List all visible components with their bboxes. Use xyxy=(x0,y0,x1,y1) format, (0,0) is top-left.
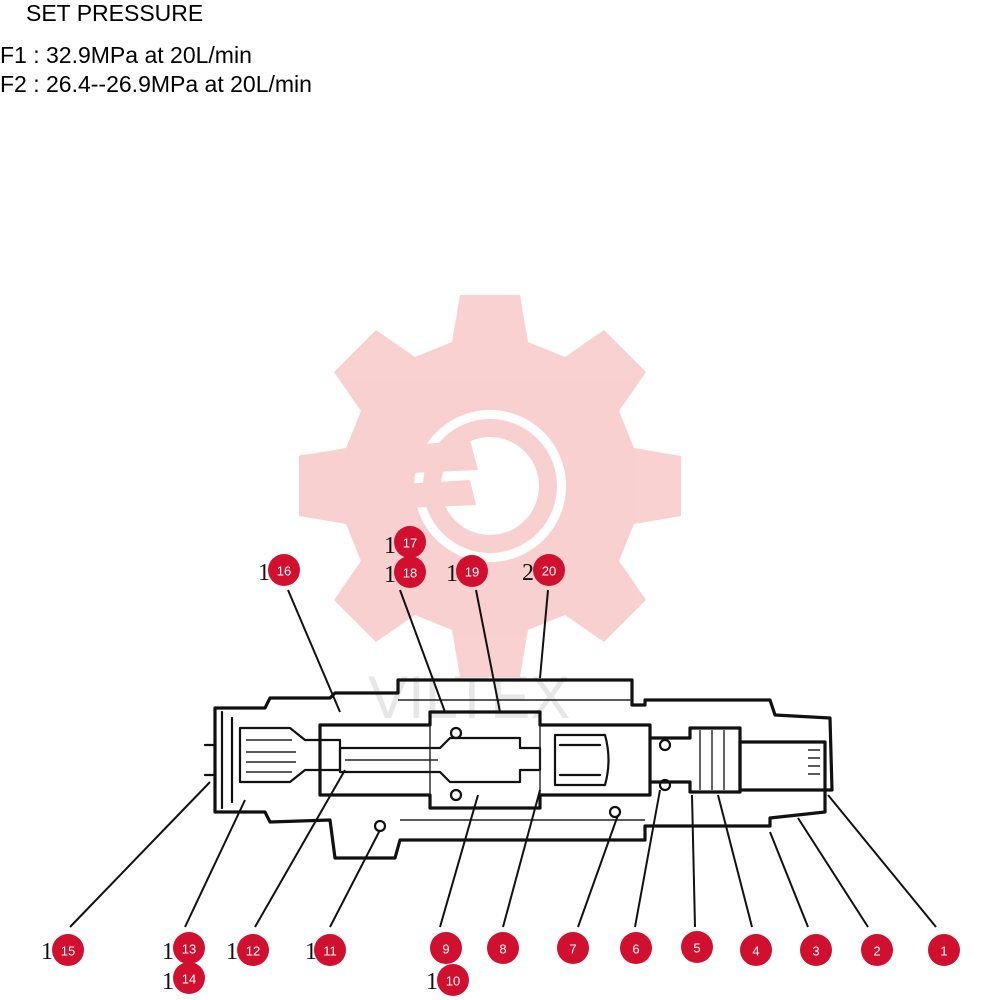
callout-11: 1 11 xyxy=(305,934,346,966)
svg-text:1: 1 xyxy=(162,939,174,965)
o-ring-5 xyxy=(373,819,387,833)
svg-text:11: 11 xyxy=(323,944,337,959)
leader-2 xyxy=(797,817,869,928)
callout-15: 1 15 xyxy=(41,934,84,966)
svg-text:1: 1 xyxy=(258,560,270,586)
watermark-text: VILTEX xyxy=(368,664,570,731)
o-ring-3 xyxy=(658,738,672,752)
callout-14: 1 14 xyxy=(162,962,205,995)
leader-20 xyxy=(539,589,549,679)
svg-text:1: 1 xyxy=(384,533,396,559)
svg-text:12: 12 xyxy=(246,944,260,959)
callout-2: 2 xyxy=(861,934,893,966)
watermark-logo xyxy=(299,295,681,677)
o-ring-6 xyxy=(608,805,622,819)
svg-text:1: 1 xyxy=(426,969,438,995)
callout-4: 4 xyxy=(740,934,772,966)
callout-6: 6 xyxy=(620,932,652,964)
svg-text:1: 1 xyxy=(162,969,174,995)
screw-threads xyxy=(699,730,725,790)
valve-body-outline xyxy=(213,678,834,860)
callout-17: 1 17 xyxy=(384,526,426,559)
callout-9: 9 xyxy=(430,932,462,964)
svg-text:9: 9 xyxy=(442,942,449,957)
lock-nut xyxy=(738,740,827,792)
callout-8: 8 xyxy=(487,932,519,964)
leader-13 xyxy=(184,799,246,928)
svg-text:5: 5 xyxy=(693,941,700,956)
cap-knurl xyxy=(808,749,820,775)
svg-text:1: 1 xyxy=(384,562,396,588)
svg-text:4: 4 xyxy=(752,944,759,959)
watermark-wrench xyxy=(300,440,478,512)
callout-13: 1 13 xyxy=(162,932,205,965)
pressure-f2-line: F2 : 26.4--26.9MPa at 20L/min xyxy=(0,71,312,97)
callout-1: 1 xyxy=(928,934,960,966)
callout-16: 1 16 xyxy=(258,554,300,586)
leader-lines xyxy=(69,589,937,928)
leader-3 xyxy=(769,831,809,928)
callouts: 1 2 3 4 5 6 7 8 xyxy=(41,526,960,996)
callout-10: 1 10 xyxy=(426,964,469,996)
svg-text:1: 1 xyxy=(226,939,238,965)
left-end-cap xyxy=(203,710,234,810)
pressure-f1-line: F1 : 32.9MPa at 20L/min xyxy=(0,42,252,68)
o-ring-2 xyxy=(449,788,463,802)
left-spool-hatch xyxy=(246,739,296,773)
svg-text:1: 1 xyxy=(305,939,317,965)
svg-text:10: 10 xyxy=(446,974,460,989)
svg-text:1: 1 xyxy=(41,939,53,965)
callout-19: 1 19 xyxy=(446,555,488,587)
svg-text:2: 2 xyxy=(873,944,880,959)
svg-text:3: 3 xyxy=(812,944,819,959)
o-ring-4 xyxy=(658,778,672,792)
leader-6 xyxy=(634,789,661,928)
leader-9 xyxy=(439,794,479,928)
leader-7 xyxy=(577,814,619,928)
leader-4 xyxy=(717,794,753,928)
svg-text:6: 6 xyxy=(632,942,639,957)
svg-text:19: 19 xyxy=(465,565,479,580)
svg-text:1: 1 xyxy=(940,944,947,959)
piston-block xyxy=(553,733,610,787)
svg-text:7: 7 xyxy=(569,942,576,957)
valve-assembly xyxy=(203,678,834,860)
svg-text:16: 16 xyxy=(277,564,291,579)
leader-12 xyxy=(254,769,346,928)
callout-18: 1 18 xyxy=(384,556,426,588)
callout-12: 1 12 xyxy=(226,934,269,966)
callout-5: 5 xyxy=(681,931,713,963)
svg-text:20: 20 xyxy=(542,564,556,579)
leader-16 xyxy=(287,589,341,713)
leader-18 xyxy=(399,589,446,713)
body-detail-lines xyxy=(398,699,645,821)
svg-text:8: 8 xyxy=(499,942,506,957)
left-bore xyxy=(238,726,342,784)
svg-text:1: 1 xyxy=(446,561,458,587)
leader-5 xyxy=(691,794,696,928)
svg-text:14: 14 xyxy=(182,972,196,987)
leader-15 xyxy=(69,781,211,928)
leader-1 xyxy=(827,794,937,928)
svg-text:2: 2 xyxy=(522,560,534,586)
svg-text:17: 17 xyxy=(403,536,417,551)
leader-11 xyxy=(329,829,381,928)
adjusting-screw xyxy=(650,726,742,794)
leader-19 xyxy=(475,589,501,713)
svg-text:15: 15 xyxy=(61,944,75,959)
callout-20: 2 20 xyxy=(522,554,565,586)
set-pressure-title: SET PRESSURE xyxy=(26,0,204,26)
callout-3: 3 xyxy=(800,934,832,966)
svg-text:13: 13 xyxy=(182,942,196,957)
o-ring-1 xyxy=(449,726,463,740)
gear-wrench-logo-icon xyxy=(299,295,681,677)
svg-text:18: 18 xyxy=(403,566,417,581)
callout-7: 7 xyxy=(557,932,589,964)
leader-8 xyxy=(502,789,541,928)
